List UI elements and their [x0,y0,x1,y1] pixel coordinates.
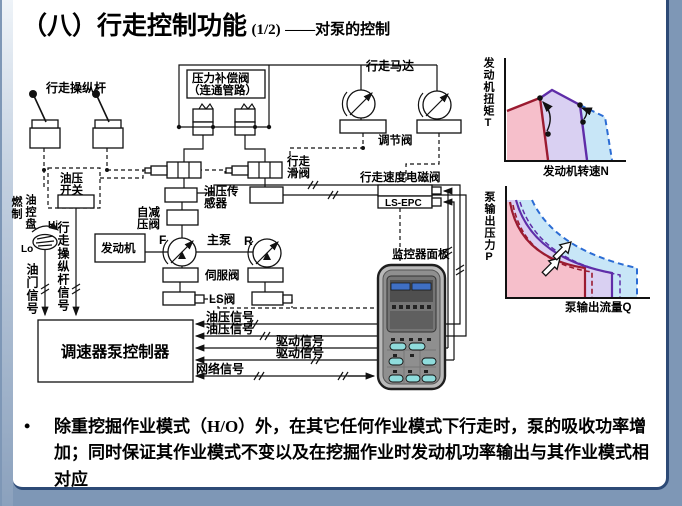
oil-sensor-label-1: 油压传 [204,184,239,198]
network-signal: 网络信号 [196,361,244,376]
monitor-panel-group: 监控器面板 [376,247,450,391]
comp-valve-label-box [186,69,266,99]
ls-epc-label: LS-EPC [385,198,422,209]
pump-pq-chart: 泵输出流量Q [505,186,650,314]
comp-valve-2-a [234,108,256,123]
travel-motor-group: 行走马达 调节阀 [289,58,462,183]
travel-lever-group: 行走操纵杆 [29,80,232,190]
title-suffix: ——对泵的控制 [285,22,391,38]
self-reduce-label-1: 自减 [137,205,160,219]
governor-pump-controller [37,319,194,383]
page-title: （八）行走控制功能 (1/2) ——对泵的控制 [22,6,390,42]
solenoid-group: 行走速度电磁阀 LS-EPC [194,170,455,364]
travel-spool-label-1: 行走 [286,154,310,168]
title-main: （八）行走控制功能 [22,13,248,40]
signal-label-group: 油压信号 油压信号 驱动信号 驱动信号 网络信号 [194,309,376,380]
engine-label: 发动机 [100,241,136,255]
travel-spool-1 [166,161,202,179]
travel-spool-2 [247,161,283,179]
oil-pressure-signal-1: 油压信号 [206,309,254,324]
bullet-marker: • [24,416,31,436]
ls-valve-label: LS阀 [209,292,235,306]
chart2-xlabel: 泵输出流量Q [565,300,631,314]
chart2-white-arrow-2 [552,241,572,261]
slide-left-gradient-strip [2,0,13,506]
pressure-switch-body [57,194,95,209]
main-pump-label: 主泵 [207,232,231,247]
travel-motor-label: 行走马达 [365,58,414,73]
signal-hash-marks [40,180,465,381]
chart1-red-region [507,98,548,160]
fuel-dial-label-col2: 油控盘 [24,194,36,230]
lever-knob-1 [29,90,37,98]
travel-spool-label-2: 滑阀 [287,166,310,180]
oil-pressure-switch-group: 油压 开关 [47,167,101,317]
servo-valve-2 [247,267,284,283]
drive-signal-1: 驱动信号 [276,333,324,348]
travel-spool-1-actuator [150,165,168,176]
comp-valve-label-2: （连通管路） [188,83,257,97]
throttle-signal-label: 油门信号 [25,263,39,315]
engine-torque-chart: 发动机转速N [504,58,626,178]
lever-base-2 [92,127,124,149]
drive-signal-2: 驱动信号 [276,345,324,360]
monitor-buttons [388,342,437,383]
chart1-blue-region [580,105,612,160]
engine-pump-group: 发动机 F R 主泵 [94,232,282,268]
lever-knob-2 [92,90,100,98]
chart1-xlabel: 发动机转速N [542,164,609,178]
oil-pressure-sensor-1 [164,187,198,203]
servo-valve-1 [162,267,199,283]
chart2-ylabel: 泵输出压力P [483,191,495,264]
comp-valve-2-b [234,121,256,136]
chart2-red-region [506,202,585,298]
bullet-paragraph: • 除重挖掘作业模式（H/O）外，在其它任何作业模式下行走时，泵的吸收功率增加；… [24,414,660,493]
controller-group: 调速器泵控制器 [37,319,194,383]
lever-signal-label: 行走操纵杆信号 [56,221,70,312]
oil-pressure-sensor-2 [249,186,284,204]
travel-lever-label: 行走操纵杆 [45,80,106,95]
dial-lo-label: Lo [21,244,33,255]
pilot-bus-lines [178,64,438,127]
lever-stick-1 [33,95,47,123]
comp-valve-1-a [192,108,214,123]
chart1-ylabel: 发动机扭矩T [482,57,494,130]
ls-valve-1 [162,291,196,306]
engine-box [94,233,146,263]
comp-valve-label-1: 压力补偿阀 [192,71,250,85]
regulator-valve-label: 调节阀 [378,133,413,147]
travel-spool-group: 行走 滑阀 [144,154,310,188]
travel-speed-solenoid-valve [377,184,433,197]
ls-valve-group: LS阀 [162,208,401,309]
self-reducing-valve-group: 自减 压阀 [137,202,199,238]
lever-stick-2 [96,95,110,123]
pump-r-label: R [244,234,253,248]
pressure-switch-label-1: 油压 [60,171,83,185]
fuel-dial-group: Hi Lo [21,220,59,317]
servo-valve-group: 伺服阀 [162,267,284,292]
pressure-switch-outline [47,167,101,209]
self-reducing-valve [166,209,199,226]
controller-label: 调速器泵控制器 [61,342,170,361]
servo-valve-label: 伺服阀 [204,268,240,282]
regulator-valve-2 [416,119,462,134]
regulator-valve-1 [339,119,387,134]
pressure-switch-label-2: 开关 [60,183,83,197]
ls-valve-2 [251,291,284,306]
title-page-number: (1/2) [251,22,281,38]
oil-pressure-signal-2: 油压信号 [206,321,254,336]
fuel-dial-label-col1: 燃制 [10,196,22,220]
pump-f-label: F [159,233,166,247]
solenoid-label: 行走速度电磁阀 [359,170,441,184]
pressure-comp-valve-group: 压力补偿阀 （连通管路） [176,69,272,162]
bullet-text: 除重挖掘作业模式（H/O）外，在其它任何作业模式下行走时，泵的吸收功率增加；同时… [54,417,649,489]
oil-sensor-label-2: 感器 [204,196,227,210]
chart2-white-arrow-1 [541,257,561,277]
self-reduce-label-2: 压阀 [137,217,160,231]
travel-spool-2-actuator [231,165,249,176]
comp-valve-1-b [192,121,214,136]
monitor-panel-label: 监控器面板 [392,247,450,261]
hydraulic-diagram: 行走操纵杆 油压 开关 Hi Lo [21,58,467,391]
lever-base-1 [29,127,61,149]
